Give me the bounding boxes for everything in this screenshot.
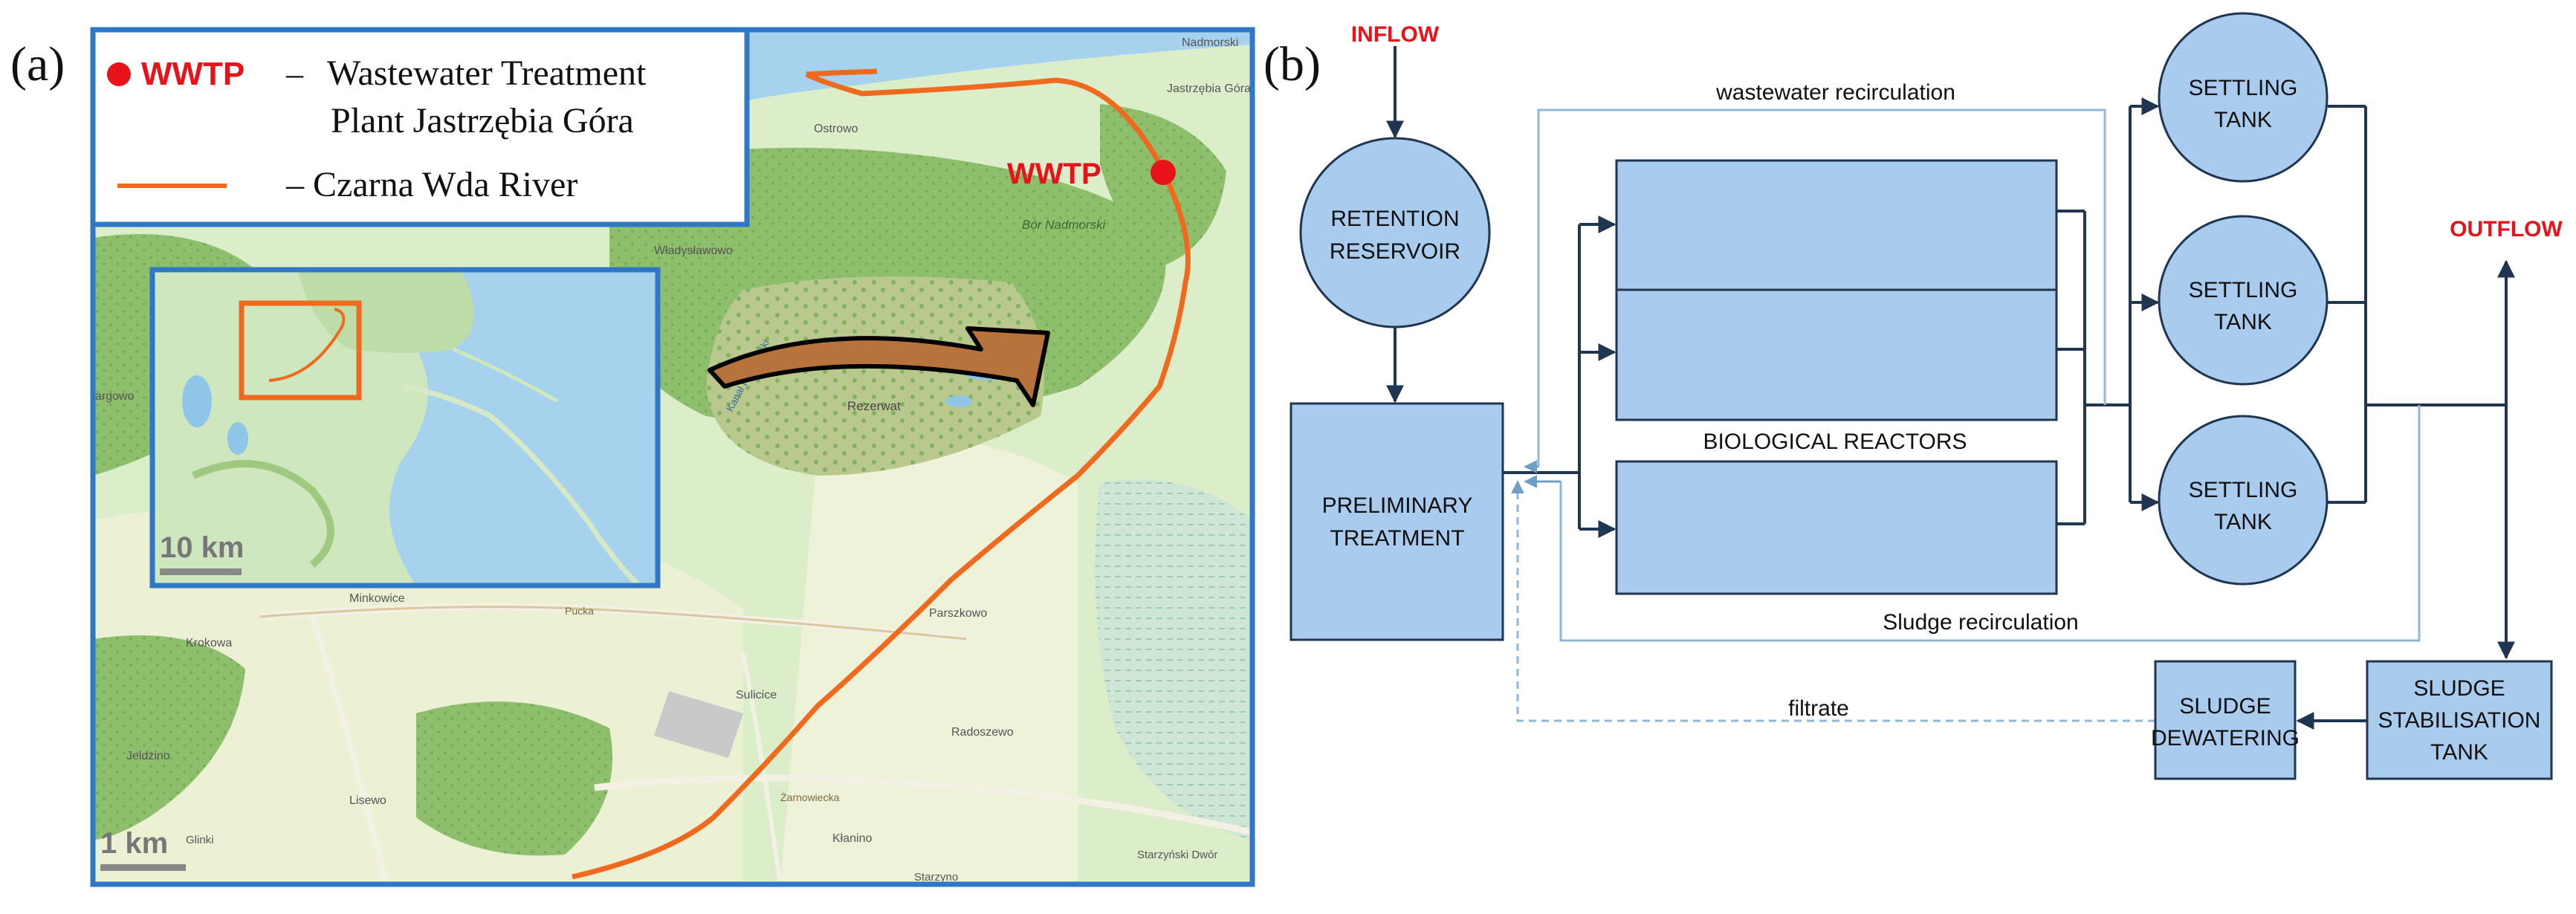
map-label-pucka: Pucka: [565, 605, 594, 617]
map-label-rezerwat: Rezerwat: [847, 399, 901, 413]
legend-wwtp-desc-2: Plant Jastrzębia Góra: [331, 101, 634, 140]
outflow-label: OUTFLOW: [2450, 217, 2563, 242]
legend-wwtp-dash: –: [285, 54, 304, 92]
map-label-ktanino: Kłanino: [832, 832, 872, 845]
bio-reactors-label: BIOLOGICAL REACTORS: [1703, 430, 1967, 454]
recirculation-lines: [1511, 108, 2421, 722]
stabilisation-label-1: SLUDGE: [2413, 676, 2505, 701]
settling-tank-3: [2158, 415, 2329, 586]
map-label-glinki: Glinki: [186, 834, 214, 846]
legend: WWTP – Wastewater Treatment Plant Jastrz…: [90, 27, 750, 227]
settling-1-label-2: TANK: [2214, 108, 2272, 132]
settling-tank-1: [2158, 12, 2329, 183]
inset-scale-label: 10 km: [160, 531, 244, 564]
map-label-nadmorski: Nadmorski: [1182, 36, 1238, 49]
inset-scale-bar: [160, 568, 242, 575]
map-label-jastrzebia: Jastrzębia Góra: [1167, 82, 1251, 95]
bio-reactor-3: [1615, 460, 2058, 595]
bio-reactor-2: [1615, 288, 2058, 421]
stabilisation-label-3: TANK: [2430, 740, 2488, 765]
flow-lines: [1386, 46, 2515, 730]
wwtp-map-label: WWTP: [1007, 158, 1101, 190]
map-label-parszkowo: Parszkowo: [929, 607, 987, 620]
main-scale-label: 1 km: [100, 827, 168, 860]
settling-1-label-1: SETTLING: [2189, 76, 2298, 100]
map-label-starzynski: Starzyński Dwór: [1137, 849, 1217, 861]
map-label-argowo: argowo: [95, 390, 135, 403]
panel-b-label: (b): [1263, 37, 1321, 91]
flow-labels: INFLOW OUTFLOW RETENTION RESERVOIR PRELI…: [1322, 22, 2563, 765]
bio-reactor-1: [1615, 159, 2058, 291]
map-label-ostrowo: Ostrowo: [814, 123, 858, 135]
main-scale-bar: [100, 864, 186, 871]
dewatering-label-2: DEWATERING: [2151, 726, 2300, 751]
settling-tank-2: [2158, 215, 2329, 386]
panel-a-label: (a): [10, 37, 65, 91]
preliminary-label-2: TREATMENT: [1330, 526, 1464, 551]
retention-label-1: RETENTION: [1330, 207, 1459, 231]
inflow-label: INFLOW: [1351, 22, 1440, 47]
legend-wwtp-desc-1: Wastewater Treatment: [327, 54, 647, 93]
legend-river-desc: – Czarna Wda River: [285, 165, 577, 204]
settling-2-label-2: TANK: [2214, 310, 2272, 334]
retention-label-2: RESERVOIR: [1330, 239, 1460, 264]
dewatering-label-1: SLUDGE: [2179, 694, 2271, 719]
wastewater-recirc-label: wastewater recirculation: [1715, 80, 1955, 105]
settling-3-label-2: TANK: [2214, 510, 2272, 534]
filtrate-label: filtrate: [1788, 696, 1849, 721]
inset-map: 10 km: [149, 267, 661, 589]
map-label-krokowa: Krokowa: [186, 637, 232, 649]
legend-wwtp-dot: [107, 62, 131, 86]
map-label-wladyslawowo: Władysławowo: [654, 244, 733, 257]
inset-zoom-arrow: [708, 326, 1050, 407]
sludge-dewatering-node: [2154, 660, 2297, 780]
map-label-lisewo: Lisewo: [349, 794, 386, 807]
sludge-stabilisation-node: [2366, 660, 2553, 780]
legend-wwtp-key: WWTP: [141, 56, 245, 92]
map-label-bor: Bór Nadmorski: [1022, 218, 1107, 232]
settling-2-label-1: SETTLING: [2189, 278, 2298, 302]
preliminary-label-1: PRELIMINARY: [1322, 493, 1473, 518]
map-label-radoszewo: Radoszewo: [951, 726, 1014, 739]
flow-nodes: [1289, 12, 2553, 780]
settling-3-label-1: SETTLING: [2189, 478, 2298, 502]
map-label-zarnowiecka: Żarnowiecka: [780, 791, 840, 803]
map-label-sulicice: Sulicice: [736, 689, 777, 701]
map-label-minkowice: Minkowice: [349, 592, 405, 605]
stabilisation-label-2: STABILISATION: [2378, 708, 2541, 733]
retention-reservoir-node: [1299, 137, 1491, 328]
sludge-recirc-label: Sludge recirculation: [1883, 610, 2078, 635]
preliminary-treatment-node: [1289, 402, 1504, 641]
map-label-starzyno: Starzyno: [914, 871, 958, 884]
map-label-jeldzino: Jeldzino: [126, 750, 170, 762]
inset-study-area: [239, 300, 362, 401]
czarna-wda-river: [572, 71, 1191, 880]
wwtp-marker: [1151, 160, 1176, 185]
